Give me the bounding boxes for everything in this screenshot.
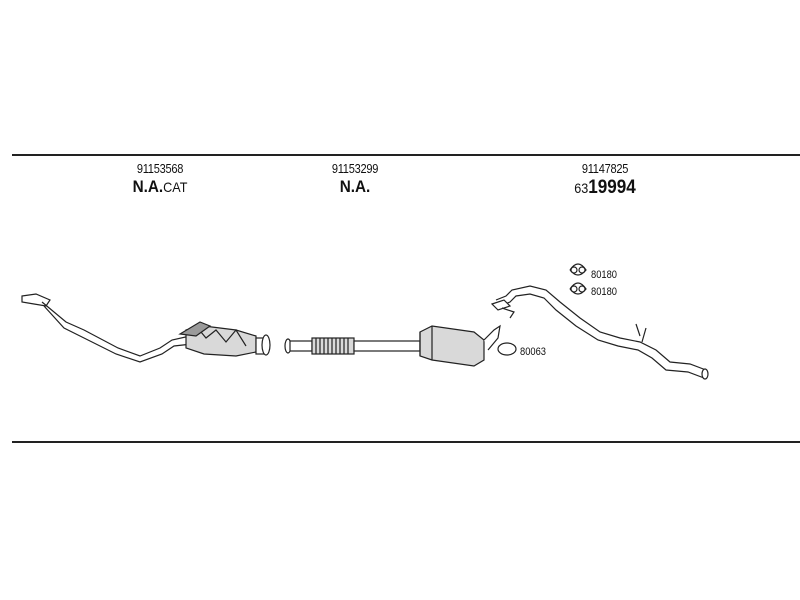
front-pipe-drawing xyxy=(21,293,271,363)
tail-pipe-drawing xyxy=(490,263,709,380)
part-front-pipe-cat: 91153568 N.A.CAT xyxy=(110,162,210,195)
part-tail-pipe: 91147825 6319994 xyxy=(550,162,660,197)
part-code: 6319994 xyxy=(574,177,636,198)
part-code: N.A.CAT xyxy=(132,177,188,196)
part-code: N.A. xyxy=(339,177,371,196)
ref-label: 80063 xyxy=(520,346,547,358)
part-number: 91147825 xyxy=(581,161,629,176)
ref-label: 80180 xyxy=(591,286,618,298)
part-number: 91153568 xyxy=(136,161,184,176)
part-middle-silencer: 91153299 N.A. xyxy=(305,162,405,195)
ref-label: 80180 xyxy=(591,269,618,281)
middle-silencer-drawing xyxy=(284,324,517,367)
part-number: 91153299 xyxy=(331,161,379,176)
top-rule xyxy=(12,154,800,156)
bottom-rule xyxy=(12,441,800,443)
